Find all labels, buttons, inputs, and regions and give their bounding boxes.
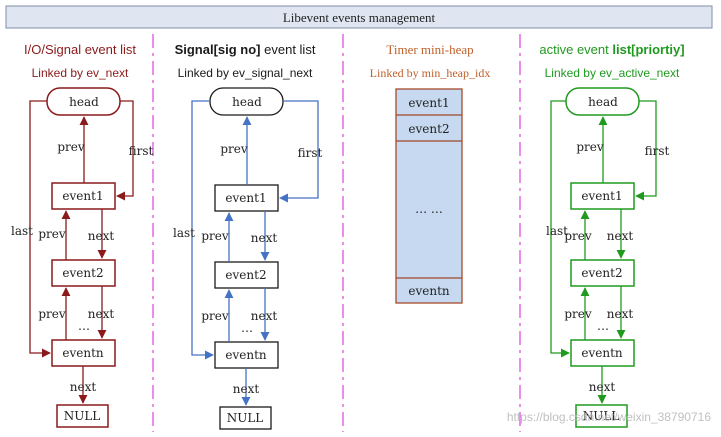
io-null-label: NULL (64, 409, 101, 423)
sig-event2 (214, 261, 279, 289)
timer-cell-3: … … (415, 202, 443, 216)
active-arrow-last (550, 100, 570, 358)
active-label-next3: next (607, 307, 634, 321)
io-label-dots: … (78, 319, 90, 333)
io-label-prev3: prev (38, 307, 66, 321)
io-event1-label: event1 (62, 189, 103, 203)
sig-arrow-last (191, 100, 214, 360)
timer-cell-2: event2 (408, 122, 449, 136)
timer-cell-1: event1 (408, 96, 449, 110)
active-null-label: NULL (583, 409, 620, 423)
sig-label-next4: next (233, 382, 260, 396)
sig-event2-label: event2 (225, 268, 266, 282)
io-label-next4: next (70, 380, 97, 394)
io-arrow-first (116, 100, 134, 201)
sig-label-next3: next (251, 309, 278, 323)
sig-label-next2: next (251, 231, 278, 245)
io-event2 (51, 259, 116, 287)
sig-label-prev3: prev (201, 309, 229, 323)
io-title: I/O/Signal event list (24, 42, 136, 57)
timer-column: Timer mini-heap Linked by min_heap_idx e… (370, 42, 491, 304)
io-arrow-last (29, 100, 51, 358)
sig-subtitle: Linked by ev_signal_next (178, 66, 313, 80)
active-subtitle: Linked by ev_active_next (545, 66, 680, 80)
watermark: https://blog.csdn.net/weixin_38790716 (507, 410, 711, 424)
io-label-last: last (11, 224, 33, 238)
sig-eventn (214, 341, 279, 369)
sig-label-prev2: prev (201, 229, 229, 243)
active-null (575, 404, 628, 428)
diagram-title: Libevent events management (283, 10, 436, 25)
active-column: active event list[priortiy] Linked by ev… (539, 42, 685, 428)
active-label-prev2: prev (564, 229, 592, 243)
active-label-first: first (645, 144, 670, 158)
active-event1 (570, 182, 635, 210)
title-banner (5, 5, 713, 29)
sig-label-prev1: prev (220, 142, 248, 156)
sig-label-last: last (173, 226, 195, 240)
sig-null (219, 406, 272, 430)
active-arrow-first (635, 100, 657, 201)
io-subtitle: Linked by ev_next (32, 66, 129, 80)
io-event2-label: event2 (62, 266, 103, 280)
sig-title: Signal[sig no] event list (175, 42, 316, 57)
io-null (56, 404, 109, 428)
sig-label-first: first (298, 146, 323, 160)
io-label-next3: next (88, 307, 115, 321)
active-title: active event list[priortiy] (539, 42, 684, 57)
sig-null-label: NULL (227, 411, 264, 425)
sig-event1 (214, 184, 279, 212)
sig-eventn-label: eventn (225, 348, 267, 362)
sig-event1-label: event1 (225, 191, 266, 205)
sig-arrow-first (279, 100, 319, 203)
io-label-next2: next (88, 229, 115, 243)
active-label-next4: next (589, 380, 616, 394)
io-eventn-label: eventn (62, 346, 104, 360)
active-event1-label: event1 (581, 189, 622, 203)
io-label-prev2: prev (38, 227, 66, 241)
sig-head-label: head (232, 95, 262, 109)
io-column: I/O/Signal event list Linked by ev_next … (11, 42, 154, 428)
active-eventn-label: eventn (581, 346, 623, 360)
io-label-prev1: prev (57, 140, 85, 154)
sig-column: Signal[sig no] event list Linked by ev_s… (173, 42, 323, 430)
timer-title: Timer mini-heap (386, 42, 473, 57)
active-label-prev3: prev (564, 307, 592, 321)
timer-cell-4: eventn (408, 284, 450, 298)
io-label-first: first (129, 144, 154, 158)
io-head-label: head (69, 95, 99, 109)
active-label-prev1: prev (576, 140, 604, 154)
timer-subtitle: Linked by min_heap_idx (370, 66, 491, 80)
timer-heap (395, 88, 463, 304)
active-label-next2: next (607, 229, 634, 243)
active-event2-label: event2 (581, 266, 622, 280)
sig-label-dots: … (241, 321, 253, 335)
active-label-last: last (546, 224, 568, 238)
active-label-dots: … (597, 319, 609, 333)
active-head-label: head (588, 95, 618, 109)
active-event2 (570, 259, 635, 287)
